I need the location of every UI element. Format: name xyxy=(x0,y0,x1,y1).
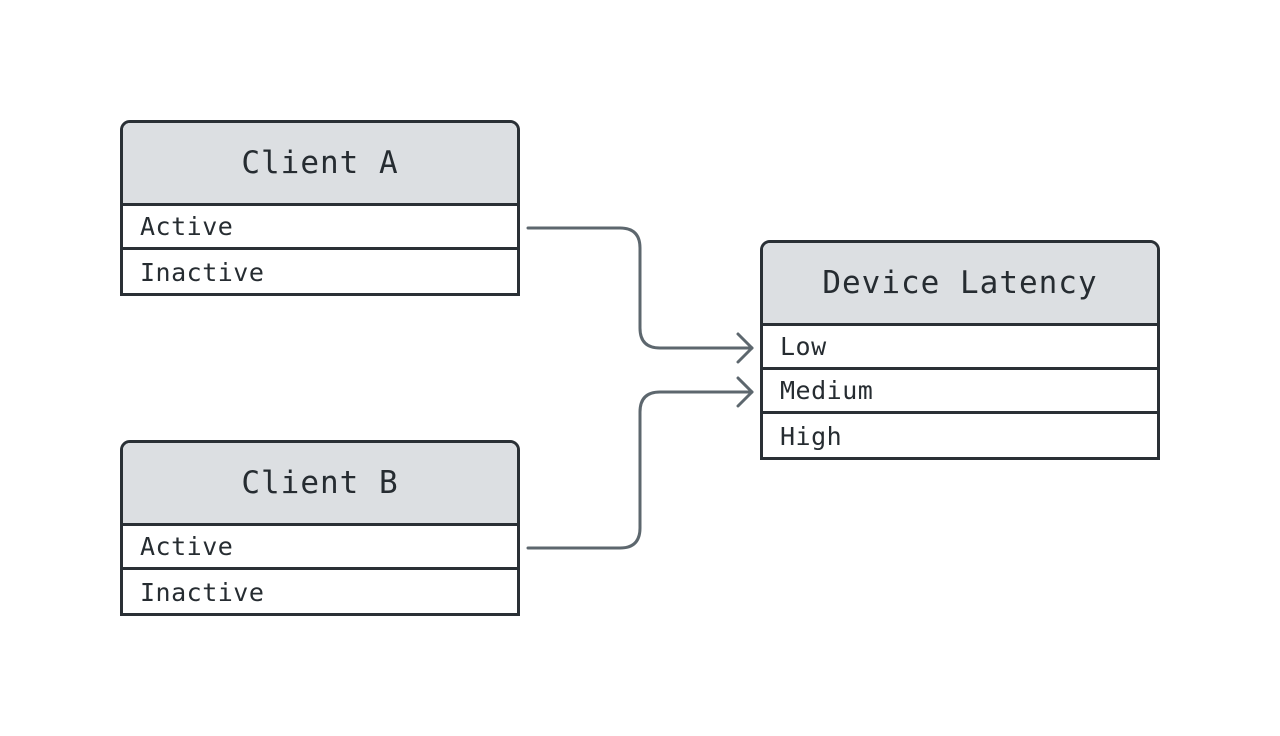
connector-client-b-active-to-medium xyxy=(526,390,754,550)
arrowhead-medium xyxy=(736,376,754,408)
field-client-a-inactive[interactable]: Inactive xyxy=(140,257,265,287)
field-client-b-inactive[interactable]: Inactive xyxy=(140,577,265,607)
entity-client-a[interactable]: Client A Active Inactive xyxy=(120,120,520,296)
entity-title-client-b: Client B xyxy=(123,443,517,526)
connector-client-a-active-to-low xyxy=(526,226,754,350)
entity-client-b[interactable]: Client B Active Inactive xyxy=(120,440,520,616)
field-device-latency-medium[interactable]: Medium xyxy=(763,370,1157,414)
field-device-latency-high[interactable]: High xyxy=(780,421,843,451)
entity-title-device-latency: Device Latency xyxy=(763,243,1157,326)
entity-title-client-a: Client A xyxy=(123,123,517,206)
field-device-latency-low[interactable]: Low xyxy=(763,326,1157,370)
entity-device-latency[interactable]: Device Latency Low Medium High xyxy=(760,240,1160,460)
arrowhead-low xyxy=(736,332,754,364)
field-client-b-active[interactable]: Active xyxy=(123,526,517,570)
field-client-a-active[interactable]: Active xyxy=(123,206,517,250)
